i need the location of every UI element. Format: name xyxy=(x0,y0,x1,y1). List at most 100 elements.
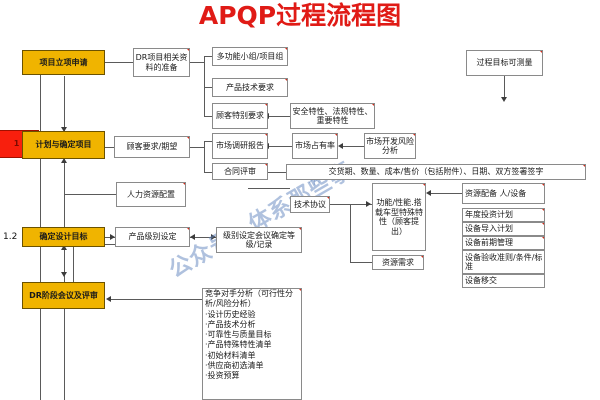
node-process-goal-measurable[interactable]: 过程目标可测量 xyxy=(466,50,543,76)
node-level-meeting-record-label: 级别设定会议确定等级/记录 xyxy=(223,230,295,250)
arrow-into-prodlevel xyxy=(110,234,115,240)
arrow-into-share xyxy=(338,143,343,149)
stage-plan-confirm-project-label: 计划与确定项目 xyxy=(35,140,92,150)
node-tech-agreement-label: 技术协议 xyxy=(294,199,326,209)
node-hr-resource-config[interactable]: 人力资源配置 xyxy=(116,182,186,207)
connector-techagree-to-resreq xyxy=(350,262,372,263)
node-resource-allocation-label: 资源配备 人/设备 xyxy=(465,188,527,198)
connector-competitor-to-stage4 xyxy=(110,299,202,300)
node-market-research-report[interactable]: 市场调研报告 xyxy=(212,133,268,159)
connector-stagecol-to-hr xyxy=(64,194,116,195)
branch-bus-2 xyxy=(204,141,205,172)
node-product-level-setting-label: 产品级别设定 xyxy=(128,232,177,242)
connector-techagree-rightv xyxy=(350,204,351,262)
connector-resalloc-to-func xyxy=(430,193,462,194)
node-market-share-rate[interactable]: 市场占有率 xyxy=(292,133,338,159)
connector-techagree-left xyxy=(248,188,290,189)
connector-custexpect-to-bus2 xyxy=(190,147,204,148)
node-function-performance-label: 功能/性能.搭载车型特殊特性（顾客提出） xyxy=(375,198,423,236)
node-customer-special-req[interactable]: 顾客特别要求 xyxy=(212,103,268,129)
connector-bus-to-custreq xyxy=(204,116,212,117)
node-multifunction-team[interactable]: 多功能小组/项目组 xyxy=(212,47,288,66)
connector-contract-to-delivery xyxy=(268,172,286,173)
stage-confirm-design-goal-label: 确定设计目标 xyxy=(39,232,88,242)
node-process-goal-measurable-label: 过程目标可测量 xyxy=(476,58,533,68)
node-market-research-report-label: 市场调研报告 xyxy=(216,141,264,151)
node-equipment-handover[interactable]: 设备移交 xyxy=(462,274,545,288)
arrow-up-to-stage3 xyxy=(61,245,67,250)
node-annual-investment-plan-label: 年度投资计划 xyxy=(465,210,513,220)
node-equipment-early-mgmt-label: 设备前期管理 xyxy=(465,238,513,248)
list-item: ·产品技术分析 xyxy=(205,319,256,329)
node-contract-review[interactable]: 合同评审 xyxy=(212,163,268,180)
node-multifunction-team-label: 多功能小组/项目组 xyxy=(216,51,284,61)
arrow-right-levelmeeting xyxy=(211,234,216,240)
node-safety-regulatory-key-label: 安全特性、法规特性、重要特性 xyxy=(292,106,373,126)
node-contract-review-label: 合同评审 xyxy=(224,166,256,176)
node-equipment-intro-plan[interactable]: 设备导入计划 xyxy=(462,222,545,236)
connector-risk-to-share xyxy=(342,146,364,147)
list-item: ·投资预算 xyxy=(205,371,240,381)
page-title: APQP过程流程图 xyxy=(198,1,402,30)
arrow-stage1-to-stage2 xyxy=(61,127,67,132)
stage-project-application-label: 项目立项申请 xyxy=(39,57,88,67)
node-market-share-rate-label: 市场占有率 xyxy=(295,141,335,151)
node-tech-agreement[interactable]: 技术协议 xyxy=(290,196,330,213)
connector-safety-to-custreq xyxy=(268,116,290,117)
competitor-analysis-list[interactable]: 竞争对手分析（可行性分析/风险分析） ·设计历史经验 ·产品技术分析 ·可靠性与… xyxy=(202,288,302,400)
arrow-down-to-stage4 xyxy=(61,272,67,277)
node-annual-investment-plan[interactable]: 年度投资计划 xyxy=(462,208,545,222)
node-equipment-accept-std[interactable]: 设备验收准则/条件/标准 xyxy=(462,250,545,274)
node-resource-requirement-label: 资源需求 xyxy=(382,257,414,267)
node-resource-requirement[interactable]: 资源需求 xyxy=(372,255,424,270)
stage-plan-confirm-project[interactable]: 计划与确定项目 xyxy=(22,131,105,159)
arrow-up-to-stage2 xyxy=(61,158,67,163)
connector-techagree-right xyxy=(330,204,350,205)
arrow-into-function xyxy=(366,201,371,207)
connector-prodlevel-to-levelmeeting xyxy=(190,237,216,238)
connector-share-to-research xyxy=(268,146,292,147)
stage-dr-meeting-review[interactable]: DR阶段会议及评审 xyxy=(22,282,105,309)
node-hr-resource-config-label: 人力资源配置 xyxy=(127,189,175,199)
node-product-tech-req-label: 产品技术要求 xyxy=(226,82,274,92)
node-resource-allocation[interactable]: 资源配备 人/设备 xyxy=(462,183,545,204)
node-market-dev-risk-label: 市场开发风险分析 xyxy=(366,136,414,156)
arrow-processgoal-down xyxy=(501,97,507,102)
list-item: 竞争对手分析（可行性分析/风险分析） xyxy=(205,289,293,309)
branch-bus-top xyxy=(204,56,205,116)
node-delivery-terms[interactable]: 交货期、数量、成本/售价（包括附件）、日期、双方签署签字 xyxy=(286,164,586,180)
node-customer-req-expect[interactable]: 顾客要求/期望 xyxy=(114,136,190,158)
node-market-dev-risk[interactable]: 市场开发风险分析 xyxy=(364,133,416,159)
connector-bus2-to-contract xyxy=(204,172,212,173)
node-customer-req-expect-label: 顾客要求/期望 xyxy=(126,142,178,152)
list-item: ·可靠性与质量目标 xyxy=(205,330,272,340)
connector-bus-to-prodreq xyxy=(204,87,212,88)
node-delivery-terms-label: 交货期、数量、成本/售价（包括附件）、日期、双方签署签字 xyxy=(328,167,544,177)
node-level-meeting-record[interactable]: 级别设定会议确定等级/记录 xyxy=(216,227,302,253)
arrow-into-function-right xyxy=(426,190,431,196)
node-function-performance[interactable]: 功能/性能.搭载车型特殊特性（顾客提出） xyxy=(372,183,426,251)
stage-dr-meeting-review-label: DR阶段会议及评审 xyxy=(29,290,98,300)
arrow-left-prodlevel xyxy=(190,234,195,240)
connector-bus-to-team xyxy=(204,56,212,57)
connector-bus2-to-market xyxy=(204,141,212,142)
arrow-into-stage4-b xyxy=(106,296,111,302)
connector-drprep-to-bus xyxy=(190,62,204,63)
left-red-marker-label: 1 xyxy=(13,139,20,149)
node-equipment-intro-plan-label: 设备导入计划 xyxy=(465,224,513,234)
connector-processgoal-down xyxy=(504,76,505,99)
node-product-level-setting[interactable]: 产品级别设定 xyxy=(115,227,190,247)
connector-techagree-to-func xyxy=(350,204,372,205)
node-equipment-early-mgmt[interactable]: 设备前期管理 xyxy=(462,236,545,250)
list-item: ·初始材料清单 xyxy=(205,350,256,360)
node-equipment-accept-std-label: 设备验收准则/条件/标准 xyxy=(465,252,543,272)
node-product-tech-req[interactable]: 产品技术要求 xyxy=(212,78,288,97)
node-dr-material-prep[interactable]: DR项目相关资料的准备 xyxy=(133,48,190,77)
list-item: ·产品特殊特性清单 xyxy=(205,340,272,350)
stage-project-application[interactable]: 项目立项申请 xyxy=(22,50,105,75)
stage-confirm-design-goal[interactable]: 确定设计目标 xyxy=(22,227,105,247)
list-item: ·供应商初选清单 xyxy=(205,361,264,371)
node-safety-regulatory-key[interactable]: 安全特性、法规特性、重要特性 xyxy=(290,103,375,129)
node-dr-material-prep-label: DR项目相关资料的准备 xyxy=(135,53,188,72)
